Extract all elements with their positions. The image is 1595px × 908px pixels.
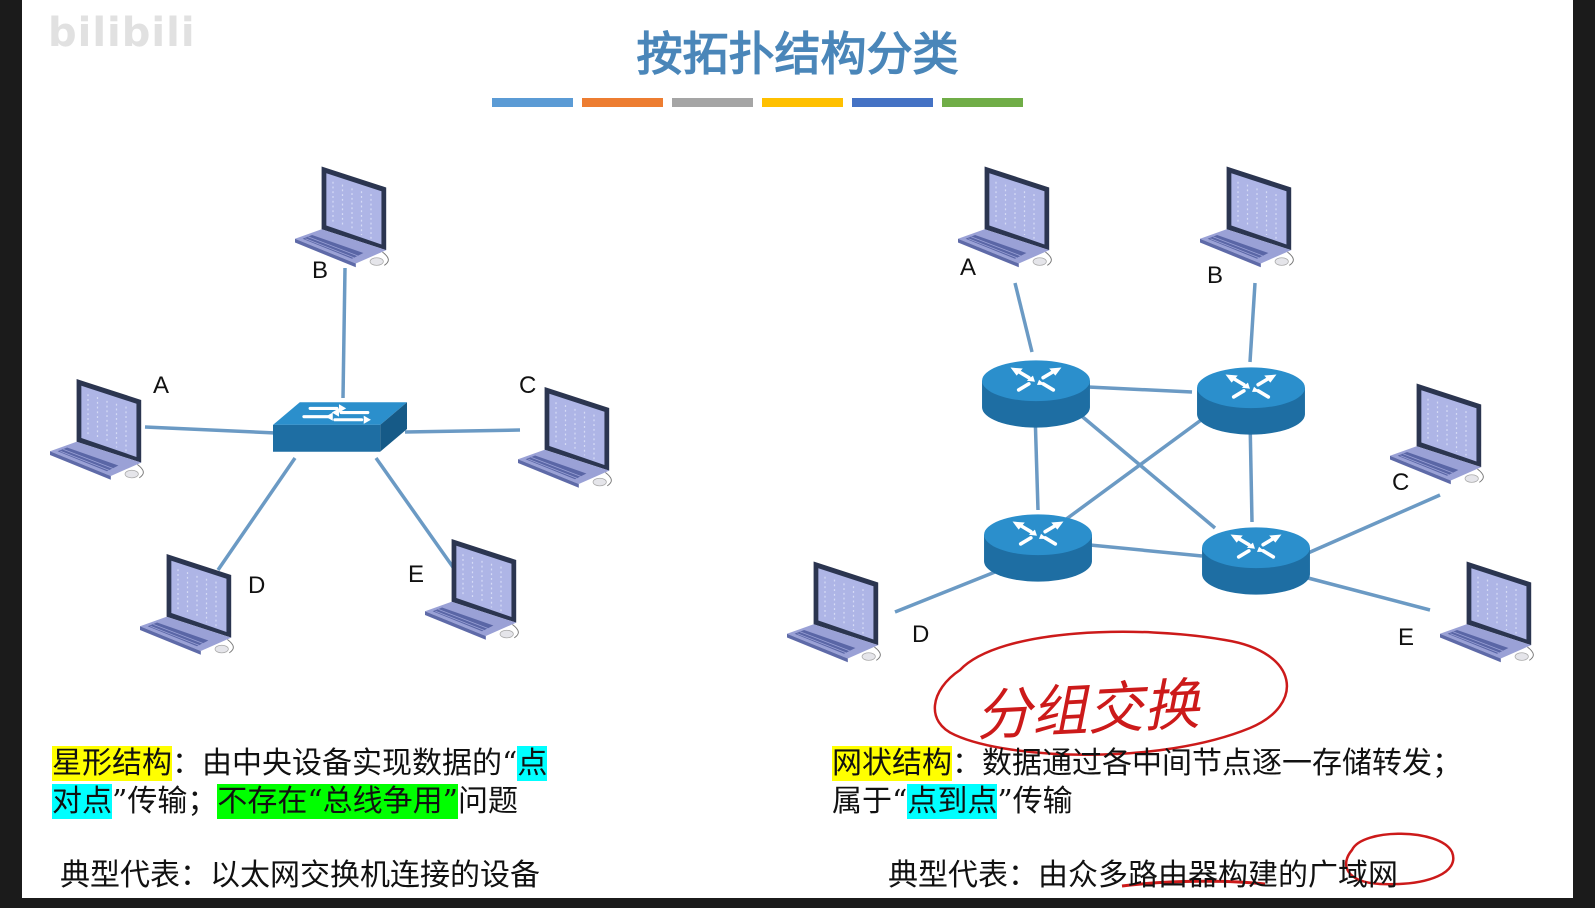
star-label-e: E: [408, 561, 424, 588]
mesh-highlight-p2p: 点到点: [907, 784, 998, 819]
mesh-description-line2: 属于“点到点”传输: [832, 784, 1073, 819]
mesh-example: 典型代表：由众多路由器构建的广域网: [888, 858, 1398, 893]
mesh-label-a: A: [960, 254, 976, 281]
laptop-icon-star-a: [50, 378, 145, 481]
mesh-label-e: E: [1398, 624, 1414, 651]
star-topology: B A C D E: [50, 165, 613, 656]
mesh-topology: A B C D E: [787, 165, 1535, 663]
title-color-bars: [492, 98, 1023, 107]
handwritten-annotation: 分组交换: [933, 630, 1455, 888]
router-icon-2: [1195, 365, 1307, 437]
laptop-icon-star-e: [425, 538, 520, 641]
star-link-b: [341, 267, 347, 399]
star-highlight-point: 点: [517, 746, 548, 781]
laptop-icon-mesh-d: [787, 560, 882, 663]
star-example: 典型代表：以太网交换机连接的设备: [60, 858, 540, 893]
star-highlight-no-contention: 不存在“总线争用”: [217, 784, 459, 819]
annotation-ellipse: [933, 630, 1289, 756]
switch-icon: [273, 402, 407, 454]
star-label-d: D: [248, 572, 265, 599]
star-highlight-p2p: 对点: [52, 784, 112, 819]
star-label-c: C: [519, 372, 536, 399]
video-frame-right: [1573, 0, 1595, 908]
mesh-description-line1: 网状结构：数据通过各中间节点逐一存储转发；: [832, 746, 1462, 781]
color-bar-5: [852, 98, 933, 107]
router-icon-4: [1200, 525, 1312, 597]
color-bar-6: [942, 98, 1023, 107]
star-description-line1: 星形结构：由中央设备实现数据的“点: [52, 746, 548, 781]
color-bar-4: [762, 98, 843, 107]
annotation-underline: [1121, 879, 1266, 888]
annotation-text: 分组交换: [974, 672, 1203, 749]
laptop-icon-mesh-a: [958, 165, 1053, 268]
mesh-label-d: D: [912, 621, 929, 648]
video-frame-bottom: [0, 898, 1595, 908]
mesh-links: [894, 282, 1441, 614]
star-link-d: [216, 457, 297, 571]
laptop-icon-star-b: [295, 165, 390, 268]
star-label-a: A: [153, 372, 169, 399]
star-label-b: B: [312, 257, 328, 284]
color-bar-1: [492, 98, 573, 107]
laptop-icon-mesh-e: [1440, 560, 1535, 663]
mesh-term: 网状结构: [832, 746, 952, 781]
mesh-label-b: B: [1207, 262, 1223, 289]
video-frame-left: [0, 0, 22, 908]
laptop-icon-mesh-b: [1200, 165, 1295, 268]
color-bar-3: [672, 98, 753, 107]
page-title: 按拓扑结构分类: [636, 27, 959, 81]
star-link-a: [144, 425, 277, 435]
mesh-label-c: C: [1392, 469, 1409, 496]
router-icon-1: [980, 358, 1092, 430]
annotation-circle-wan: [1344, 832, 1455, 886]
laptop-icon-star-c: [518, 386, 613, 489]
color-bar-2: [582, 98, 663, 107]
star-term: 星形结构: [52, 746, 172, 781]
star-link-e: [374, 456, 457, 572]
star-link-c: [404, 428, 521, 434]
star-description-line2: 对点”传输；不存在“总线争用”问题: [52, 784, 519, 819]
bilibili-watermark: bilibili: [48, 10, 196, 56]
router-icon-3: [982, 512, 1094, 584]
